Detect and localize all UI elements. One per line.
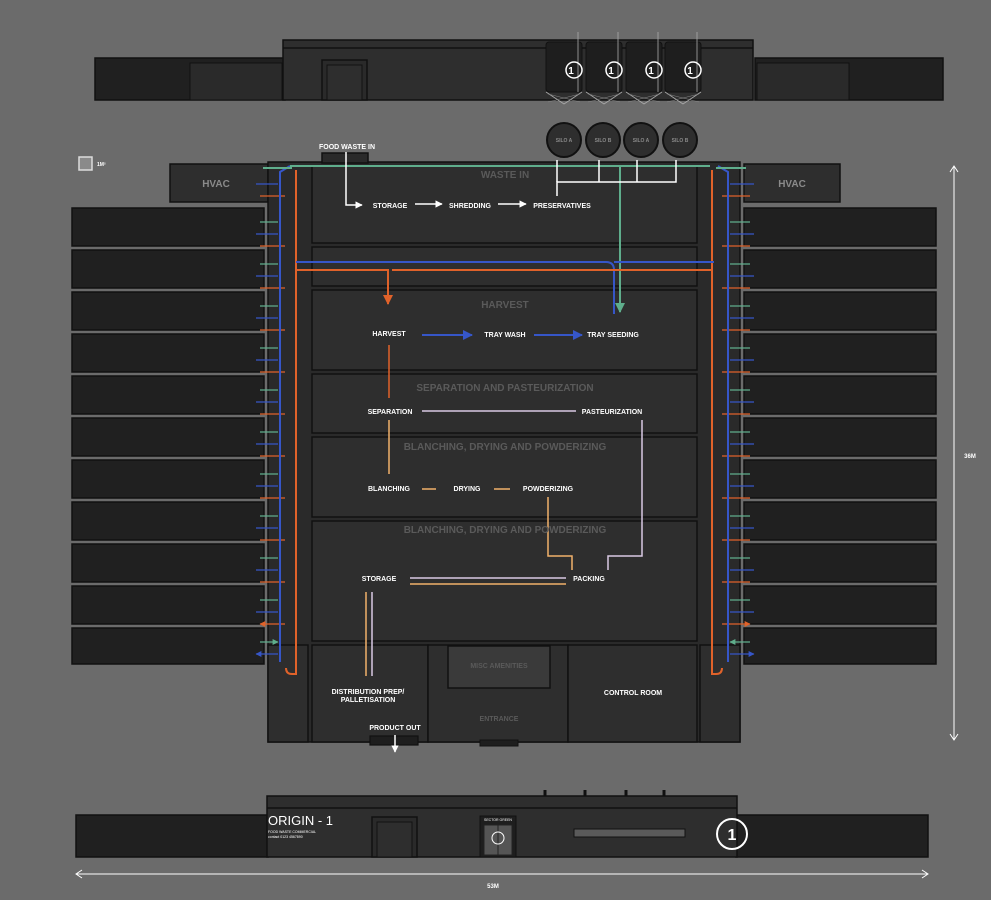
step-blanching: BLANCHING: [368, 486, 411, 493]
zone-blanching-1: [311, 436, 698, 518]
step-preservatives: PRESERVATIVES: [533, 203, 591, 210]
step-tray-seeding: TRAY SEEDING: [587, 332, 639, 339]
zone-label-harvest: HARVEST: [481, 300, 529, 311]
top-elevation: [94, 39, 944, 101]
bottom-elevation: [75, 790, 929, 858]
left-grow-racks: [71, 207, 265, 665]
supply-lines: [290, 165, 714, 314]
hvac-left: [169, 163, 269, 203]
right-duct-arrows: [722, 183, 754, 654]
right-grow-racks: [743, 207, 937, 665]
step-distribution-2: PALLETISATION: [341, 697, 396, 704]
silo-badge-1: 1: [568, 66, 574, 77]
step-food-waste-in: FOOD WASTE IN: [319, 144, 375, 151]
silo-b-1: [585, 122, 621, 158]
step-harvest: HARVEST: [372, 331, 406, 338]
duct-trunks: [263, 165, 746, 675]
silo-badge-4: 1: [687, 66, 693, 77]
step-powderizing: POWDERIZING: [523, 486, 574, 493]
dimension-lines: [75, 165, 959, 879]
room-distribution: [311, 644, 429, 743]
processing-flow: [365, 345, 643, 753]
silo-a-2: [623, 122, 659, 158]
zone-label-misc: MISC AMENITIES: [470, 663, 528, 670]
step-pasteurization: PASTEURIZATION: [582, 409, 642, 416]
silo-a-1: [546, 122, 582, 158]
step-storage-in: STORAGE: [373, 203, 408, 210]
zone-label-blanching-1: BLANCHING, DRYING AND POWDERIZING: [404, 442, 607, 453]
height-dimension-label: 36M: [964, 454, 976, 460]
silo-label-1: SILO A: [556, 138, 573, 144]
brand-subtitle-1: FOOD WASTE COMMERCIAL: [268, 830, 316, 834]
zone-harvest: [311, 289, 698, 371]
width-dimension-label: 53M: [487, 884, 499, 890]
door-sign: SECTOR GREEN: [484, 818, 512, 822]
entrance-door: [479, 739, 519, 747]
room-control: [567, 644, 698, 743]
silo-label-2: SILO B: [595, 138, 612, 144]
brand-subtitle-2: contact 0123 4567890: [268, 835, 303, 839]
hvac-left-label: HVAC: [202, 179, 230, 190]
silo-elevations: [545, 32, 702, 105]
step-shredding: SHREDDING: [449, 203, 492, 210]
brand-name: ORIGIN - 1: [268, 813, 333, 828]
brand-badge: 1: [728, 827, 737, 844]
zone-label-blanching-2: BLANCHING, DRYING AND POWDERIZING: [404, 525, 607, 536]
left-duct-arrows: [256, 183, 285, 654]
room-misc-amenities: [447, 645, 551, 689]
silo-label-4: SILO B: [672, 138, 689, 144]
legend-label: 1M²: [97, 162, 106, 168]
zone-separation: [311, 373, 698, 434]
step-drying: DRYING: [454, 486, 482, 493]
step-control-room: CONTROL ROOM: [604, 690, 662, 697]
product-out-door: [369, 735, 419, 746]
step-packing: PACKING: [573, 576, 605, 583]
waste-flow: [345, 152, 677, 209]
legend-swatch: [78, 156, 93, 171]
silo-badge-3: 1: [648, 66, 654, 77]
silo-badge-2: 1: [608, 66, 614, 77]
zone-blanching-2: [311, 520, 698, 642]
silo-b-2: [662, 122, 698, 158]
silo-label-3: SILO A: [633, 138, 650, 144]
step-product-out: PRODUCT OUT: [369, 725, 421, 732]
step-separation: SEPARATION: [368, 409, 413, 416]
zone-label-waste-in: WASTE IN: [481, 170, 529, 181]
hvac-right: [743, 163, 841, 203]
step-storage-out: STORAGE: [362, 576, 397, 583]
zone-label-entrance: ENTRANCE: [480, 716, 519, 723]
step-tray-wash: TRAY WASH: [484, 332, 525, 339]
zone-label-separation: SEPARATION AND PASTEURIZATION: [416, 383, 593, 394]
hvac-right-label: HVAC: [778, 179, 806, 190]
step-distribution-1: DISTRIBUTION PREP/: [332, 689, 405, 696]
